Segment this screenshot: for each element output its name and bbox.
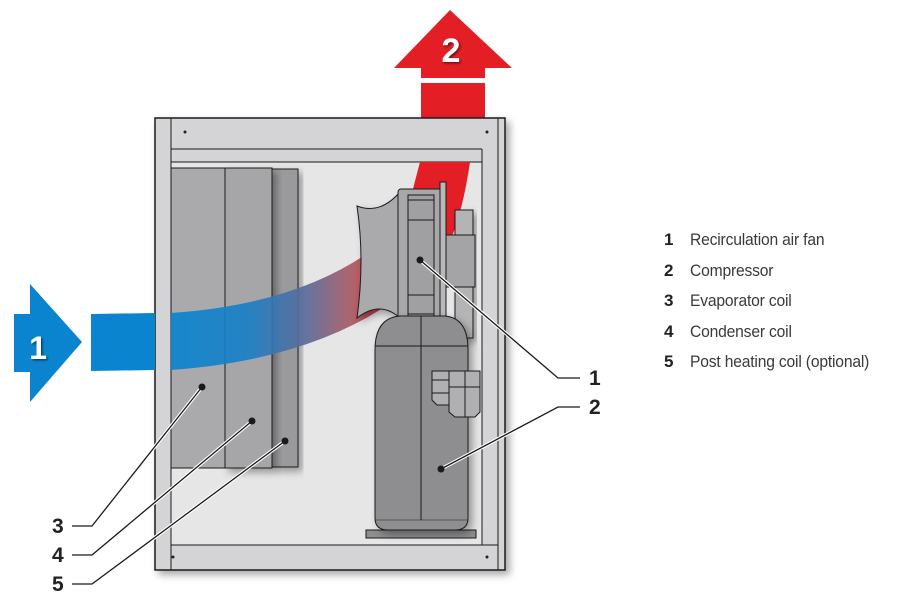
airflow-band: [171, 250, 395, 370]
legend-number: 4: [664, 321, 674, 341]
screw-icon: [485, 555, 489, 559]
callout-5: 5: [52, 437, 289, 596]
legend-item: 3 Evaporator coil: [664, 291, 885, 322]
outlet-arrow-number: 2: [442, 32, 461, 70]
legend-number: 5: [664, 352, 674, 371]
legend-label: Evaporator coil: [690, 291, 792, 310]
legend-item: 1 Recirculation air fan: [664, 230, 885, 261]
legend: 1 Recirculation air fan 2 Compressor 3 E…: [664, 230, 885, 383]
inlet-arrow: 1: [14, 284, 155, 402]
callout-number-2: 2: [589, 396, 601, 419]
callout-lines: 1 2 3 4 5: [52, 256, 601, 596]
callout-dot: [198, 383, 206, 391]
callout-number-5: 5: [52, 573, 64, 596]
callout-2: 2: [437, 396, 601, 473]
screw-icon: [485, 130, 489, 134]
inlet-airflow-outside: [91, 313, 155, 371]
legend-item: 4 Condenser coil: [664, 322, 885, 353]
legend-label: Compressor: [690, 260, 774, 280]
callout-dot: [416, 256, 424, 264]
outlet-arrow: 2: [394, 10, 512, 118]
callout-number-1: 1: [589, 367, 601, 390]
terminal-box-left: [431, 370, 451, 406]
callout-dot: [248, 417, 256, 425]
callout-4: 4: [52, 417, 256, 567]
legend-number: 2: [664, 260, 674, 280]
fan-inlet-cone: [356, 190, 401, 320]
legend-label: Post heating coil (optional): [690, 352, 870, 371]
compressor: [365, 315, 481, 539]
outlet-arrow-shape: [394, 10, 512, 118]
compressor-base: [365, 529, 477, 539]
screw-icon: [171, 555, 175, 559]
legend-item: 2 Compressor: [664, 261, 885, 292]
legend-item: 5 Post heating coil (optional): [664, 352, 885, 383]
callout-number-4: 4: [52, 544, 64, 567]
inlet-arrow-number: 1: [29, 330, 47, 366]
callout-number-3: 3: [52, 515, 64, 538]
screw-icon: [183, 130, 187, 134]
legend-number: 1: [664, 230, 674, 249]
legend-label: Recirculation air fan: [690, 230, 825, 249]
inlet-arrow-shape: [14, 284, 82, 402]
callout-1: 1: [416, 256, 601, 390]
callout-3: 3: [52, 383, 206, 538]
outlet-arrow-gap: [421, 78, 485, 83]
legend-label: Condenser coil: [690, 321, 792, 341]
callout-dot: [281, 437, 289, 445]
fan-flange: [439, 181, 447, 338]
legend-number: 3: [664, 291, 674, 310]
callout-dot: [437, 465, 445, 473]
